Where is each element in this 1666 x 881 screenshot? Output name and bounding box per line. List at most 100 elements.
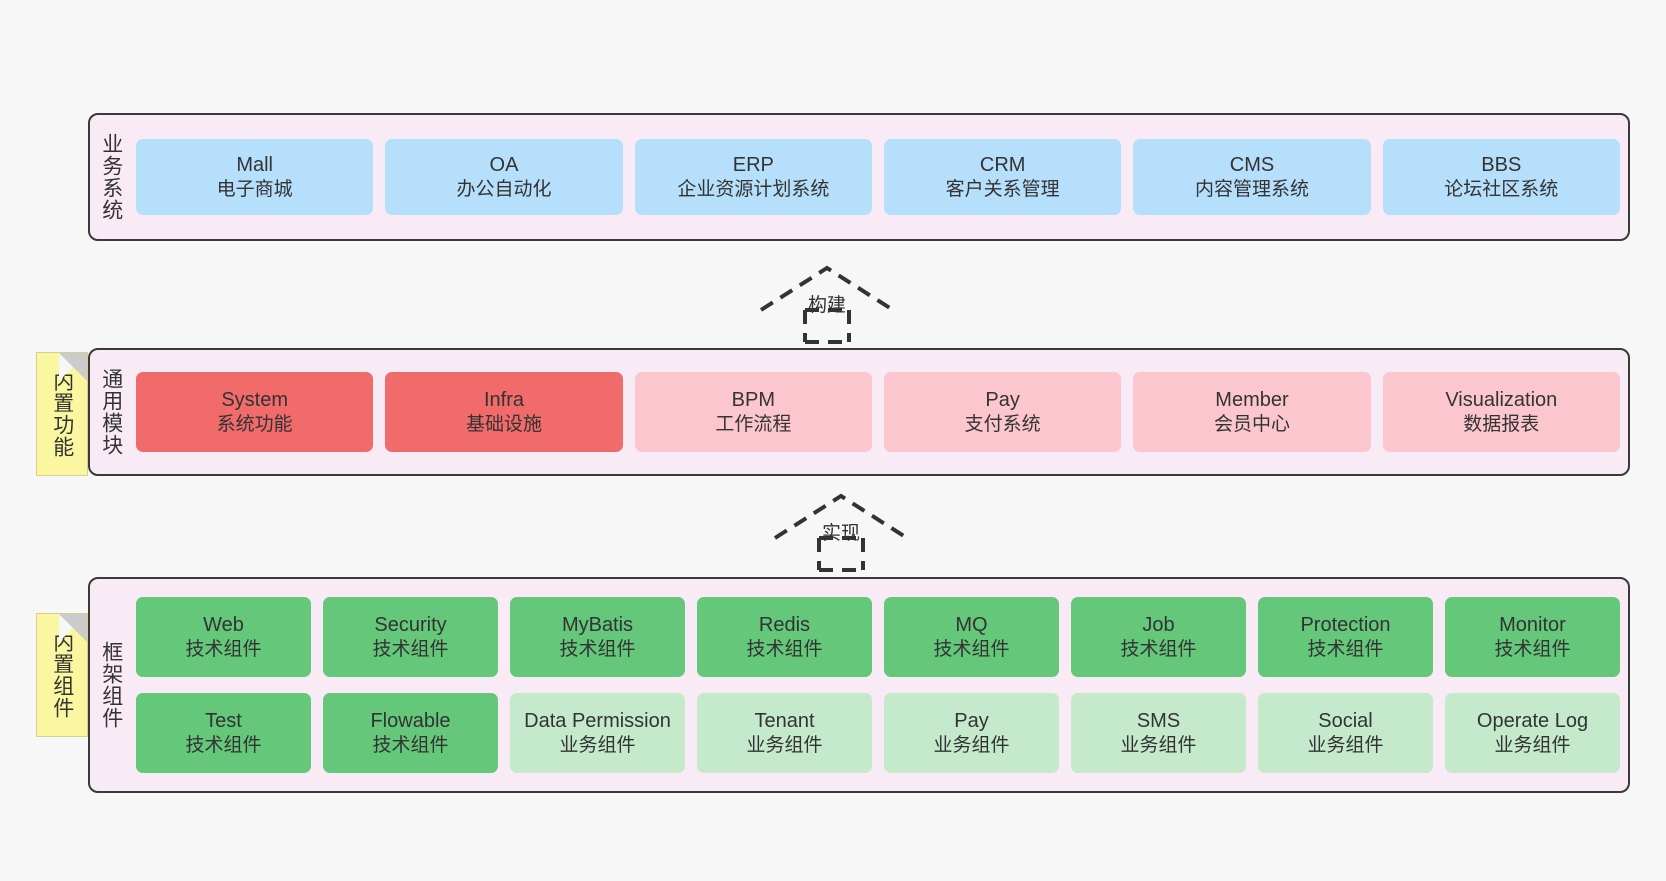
card-title-en: MyBatis bbox=[561, 614, 634, 637]
builtin-function-note-label: 内置功能 bbox=[50, 370, 74, 458]
card-title-en: MQ bbox=[955, 614, 988, 637]
card-title-cn: 业务组件 bbox=[746, 734, 823, 756]
card-title-en: Mall bbox=[236, 154, 273, 177]
card-title-en: Monitor bbox=[1499, 614, 1566, 637]
build-connector-label: 构建 bbox=[807, 295, 847, 316]
card-title-en: Redis bbox=[758, 614, 811, 637]
card-title-en: Test bbox=[205, 710, 242, 733]
card-title-cn: 业务组件 bbox=[1120, 734, 1197, 756]
card-title-en: CMS bbox=[1229, 154, 1275, 177]
build-connector: 构建 bbox=[757, 262, 897, 344]
card-title-en: ERP bbox=[732, 154, 774, 177]
card-title-en: Job bbox=[1142, 614, 1175, 637]
card-title-cn: 基础设施 bbox=[465, 413, 542, 435]
card-title-cn: 系统功能 bbox=[216, 413, 293, 435]
card-title-en: BPM bbox=[731, 389, 775, 412]
card-title-en: Data Permission bbox=[524, 710, 671, 733]
card-title-cn: 内容管理系统 bbox=[1194, 178, 1309, 200]
card-title-cn: 技术组件 bbox=[372, 638, 449, 660]
card-title-en: Member bbox=[1215, 389, 1289, 412]
builtin-component-note-label: 内置组件 bbox=[50, 631, 74, 719]
card-title-en: SMS bbox=[1136, 710, 1181, 733]
card-title-cn: 技术组件 bbox=[933, 638, 1010, 660]
implement-connector: 实现 bbox=[771, 490, 911, 572]
card-title-en: OA bbox=[489, 154, 519, 177]
card-title-en: Web bbox=[203, 614, 244, 637]
card-title-cn: 技术组件 bbox=[185, 638, 262, 660]
card-title-cn: 业务组件 bbox=[559, 734, 636, 756]
common-layer-title: 通用模块 bbox=[99, 368, 123, 456]
card-title-cn: 工作流程 bbox=[715, 413, 792, 435]
card-title-cn: 客户关系管理 bbox=[945, 178, 1060, 200]
card-title-en: Social bbox=[1318, 710, 1373, 733]
card-title-cn: 办公自动化 bbox=[456, 178, 552, 200]
card-title-cn: 技术组件 bbox=[185, 734, 262, 756]
card-title-cn: 企业资源计划系统 bbox=[677, 178, 830, 200]
card-title-en: Security bbox=[374, 614, 447, 637]
card-title-cn: 会员中心 bbox=[1213, 413, 1290, 435]
card-title-en: Protection bbox=[1300, 614, 1391, 637]
implement-connector-label: 实现 bbox=[821, 523, 861, 544]
card-title-cn: 业务组件 bbox=[1494, 734, 1571, 756]
card-title-en: Visualization bbox=[1445, 389, 1558, 412]
card-title-cn: 技术组件 bbox=[1494, 638, 1571, 660]
card-title-cn: 数据报表 bbox=[1463, 413, 1540, 435]
card-title-cn: 技术组件 bbox=[559, 638, 636, 660]
card-title-en: Tenant bbox=[754, 710, 815, 733]
card-title-cn: 技术组件 bbox=[372, 734, 449, 756]
card-title-en: Infra bbox=[483, 389, 524, 412]
card-title-en: Pay bbox=[985, 389, 1020, 412]
card-title-cn: 技术组件 bbox=[1120, 638, 1197, 660]
builtin-component-note: 内置组件 bbox=[36, 613, 88, 737]
card-title-en: Operate Log bbox=[1476, 710, 1589, 733]
card-title-en: System bbox=[221, 389, 288, 412]
business-layer-title: 业务系统 bbox=[99, 133, 123, 221]
card-title-cn: 技术组件 bbox=[746, 638, 823, 660]
card-title-cn: 支付系统 bbox=[964, 413, 1041, 435]
card-title-en: Pay bbox=[954, 710, 989, 733]
card-title-cn: 技术组件 bbox=[1307, 638, 1384, 660]
card-title-cn: 业务组件 bbox=[1307, 734, 1384, 756]
card-title-en: CRM bbox=[979, 154, 1026, 177]
framework-layer-title: 框架组件 bbox=[99, 641, 123, 729]
